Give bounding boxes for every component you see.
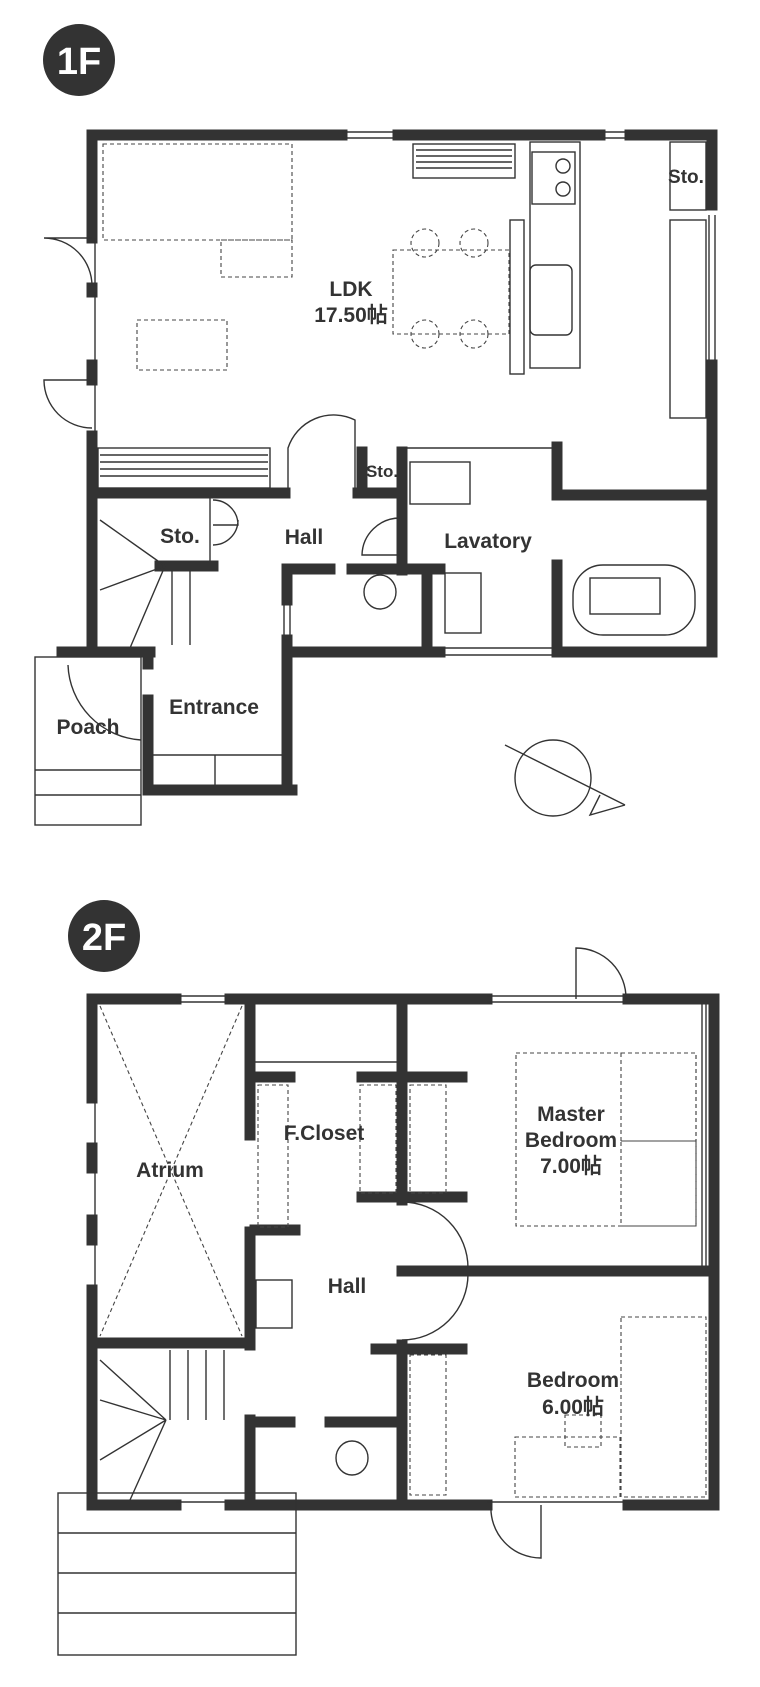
- toilet-icon: [363, 574, 397, 610]
- wash-basin-icon: [409, 461, 471, 505]
- floor-2-labels: Atrium F.Closet Hall Master Bedroom 7.00…: [136, 1103, 619, 1419]
- room-label-ldk: LDK: [329, 278, 372, 301]
- room-label-poach: Poach: [56, 716, 119, 739]
- sink-icon: [529, 264, 573, 336]
- room-label-bedroom: Bedroom: [527, 1369, 619, 1392]
- stove-icon: [531, 151, 576, 205]
- room-label-closet: F.Closet: [284, 1122, 365, 1145]
- floor-1-badge: 1F: [43, 24, 115, 96]
- wash-basin-icon: [255, 1279, 293, 1329]
- room-label-entrance: Entrance: [169, 696, 259, 719]
- room-label-hall-1f: Hall: [285, 526, 324, 549]
- compass-icon: [504, 739, 626, 817]
- floor-1-walls: [34, 129, 718, 826]
- floor-2-fixtures: [99, 1005, 707, 1501]
- room-label-hall-2f: Hall: [328, 1275, 367, 1298]
- toilet-icon: [335, 1440, 369, 1476]
- room-label-master-bedroom: Bedroom: [525, 1129, 617, 1152]
- bathtub-icon: [572, 564, 696, 636]
- room-size-bedroom: 6.00帖: [542, 1396, 604, 1419]
- room-label-atrium: Atrium: [136, 1159, 204, 1182]
- room-label-master: Master: [537, 1103, 605, 1126]
- atrium-void-icon: [99, 1005, 243, 1337]
- room-label-storage-kitchen: Sto.: [668, 167, 704, 188]
- floor-1-fixtures: [97, 141, 707, 636]
- floor-1-labels: LDK 17.50帖 Sto. Sto. Sto. Hall Lavatory …: [56, 167, 703, 739]
- room-label-storage-small: Sto.: [366, 462, 398, 481]
- floor-2-walls: [57, 947, 720, 1656]
- room-size-master: 7.00帖: [540, 1155, 602, 1178]
- svg-text:1F: 1F: [57, 41, 101, 83]
- room-size-ldk: 17.50帖: [314, 304, 388, 327]
- room-label-storage-hall: Sto.: [160, 525, 200, 548]
- svg-text:2F: 2F: [82, 917, 126, 959]
- room-label-lavatory: Lavatory: [444, 530, 532, 553]
- floor-2-badge: 2F: [68, 900, 140, 972]
